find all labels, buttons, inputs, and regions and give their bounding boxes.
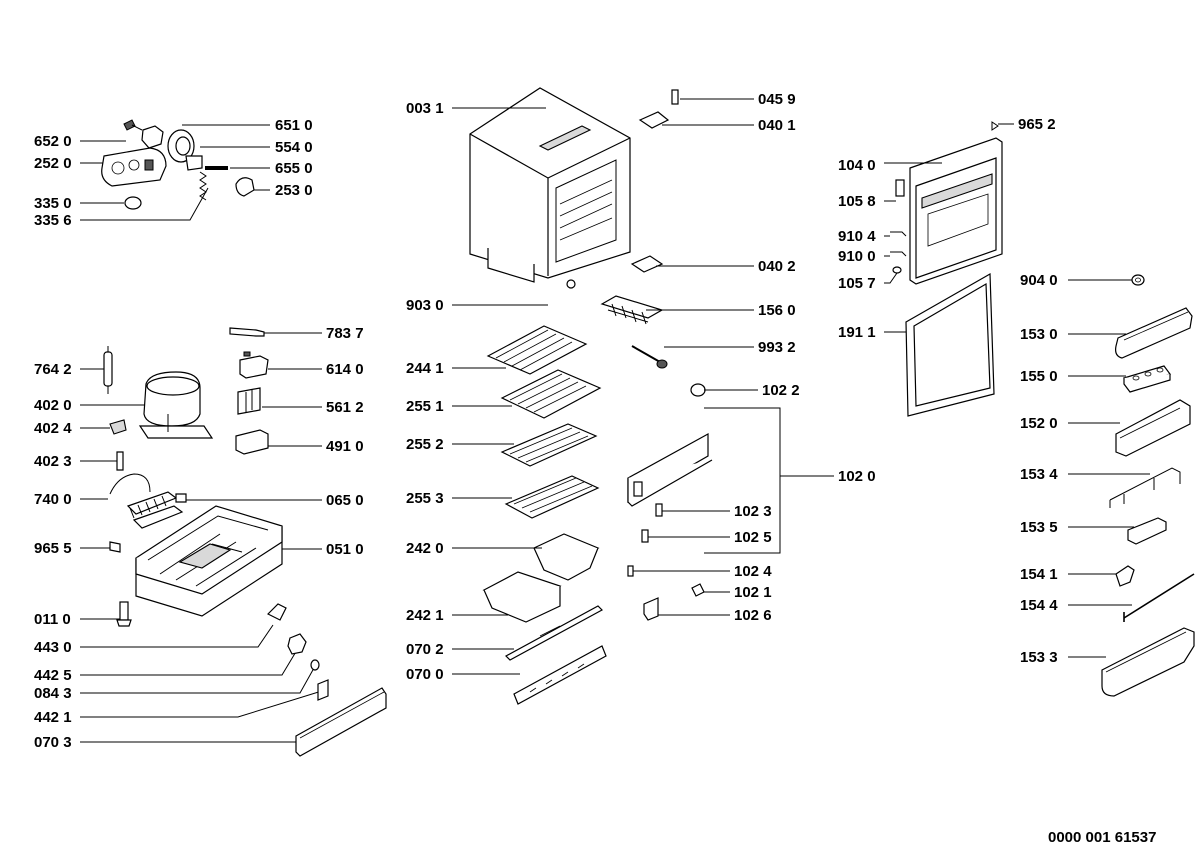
left-group-right-callouts: 651 0 554 0 655 0 253 0 783 7 614 0 561 … xyxy=(182,117,364,558)
callout-993-2: 993 2 xyxy=(758,339,796,356)
callout-152-0: 152 0 xyxy=(1020,415,1058,432)
callout-740-0: 740 0 xyxy=(34,491,72,508)
callout-655-0: 655 0 xyxy=(275,160,313,177)
cabinet-and-shelves xyxy=(469,87,713,705)
condenser-coil xyxy=(126,491,184,529)
callout-904-0: 904 0 xyxy=(1020,272,1058,289)
center-callouts: 003 1 903 0 244 1 255 1 255 2 255 3 242 … xyxy=(406,91,876,683)
callout-153-5: 153 5 xyxy=(1020,519,1058,536)
door-shelf-callouts: 904 0 153 0 155 0 152 0 153 4 153 5 154 … xyxy=(1020,272,1150,666)
callout-910-4: 910 4 xyxy=(838,228,876,245)
callout-335-0: 335 0 xyxy=(34,195,72,212)
callout-443-0: 443 0 xyxy=(34,639,72,656)
callout-614-0: 614 0 xyxy=(326,361,364,378)
left-callouts: 652 0 252 0 335 0 335 6 764 2 402 0 402 … xyxy=(34,133,72,751)
callout-105-8: 105 8 xyxy=(838,193,876,210)
shelf-244-1 xyxy=(486,325,588,375)
callout-051-0: 051 0 xyxy=(326,541,364,558)
callout-102-5: 102 5 xyxy=(734,529,772,546)
callout-965-5: 965 5 xyxy=(34,540,72,557)
callout-070-0: 070 0 xyxy=(406,666,444,683)
callout-102-4: 102 4 xyxy=(734,563,772,580)
callout-104-0: 104 0 xyxy=(838,157,876,174)
callout-070-2: 070 2 xyxy=(406,641,444,658)
callout-244-1: 244 1 xyxy=(406,360,444,377)
callout-154-4: 154 4 xyxy=(1020,597,1058,614)
callout-402-0: 402 0 xyxy=(34,397,72,414)
callout-102-0: 102 0 xyxy=(838,468,876,485)
callout-242-1: 242 1 xyxy=(406,607,444,624)
callout-154-1: 154 1 xyxy=(1020,566,1058,583)
callout-903-0: 903 0 xyxy=(406,297,444,314)
callout-242-0: 242 0 xyxy=(406,540,444,557)
callout-191-1: 191 1 xyxy=(838,324,876,341)
callout-554-0: 554 0 xyxy=(275,139,313,156)
callout-070-3: 070 3 xyxy=(34,734,72,751)
callout-253-0: 253 0 xyxy=(275,182,313,199)
callout-965-2: 965 2 xyxy=(1018,116,1056,133)
callout-764-2: 764 2 xyxy=(34,361,72,378)
shelf-255-3 xyxy=(504,475,600,519)
door-callouts: 965 2 104 0 105 8 910 4 910 0 105 7 191 … xyxy=(838,116,1056,341)
compressor-assembly xyxy=(103,327,387,757)
callout-045-9: 045 9 xyxy=(758,91,796,108)
callout-153-3: 153 3 xyxy=(1020,649,1058,666)
shelf-255-2 xyxy=(500,423,598,467)
callout-491-0: 491 0 xyxy=(326,438,364,455)
callout-402-4: 402 4 xyxy=(34,420,72,437)
thermostat-assembly xyxy=(101,119,255,210)
left-leaders xyxy=(80,140,326,743)
callout-156-0: 156 0 xyxy=(758,302,796,319)
callout-003-1: 003 1 xyxy=(406,100,444,117)
callout-065-0: 065 0 xyxy=(326,492,364,509)
callout-040-1: 040 1 xyxy=(758,117,796,134)
callout-252-0: 252 0 xyxy=(34,155,72,172)
callout-402-3: 402 3 xyxy=(34,453,72,470)
callout-105-7: 105 7 xyxy=(838,275,876,292)
diagram-code: 0000 001 61537 xyxy=(1048,829,1156,846)
callout-255-2: 255 2 xyxy=(406,436,444,453)
callout-335-6: 335 6 xyxy=(34,212,72,229)
callout-910-0: 910 0 xyxy=(838,248,876,265)
callout-153-4: 153 4 xyxy=(1020,466,1058,483)
callout-652-0: 652 0 xyxy=(34,133,72,150)
callout-255-3: 255 3 xyxy=(406,490,444,507)
callout-102-3: 102 3 xyxy=(734,503,772,520)
callout-255-1: 255 1 xyxy=(406,398,444,415)
callout-084-3: 084 3 xyxy=(34,685,72,702)
callout-102-1: 102 1 xyxy=(734,584,772,601)
callout-442-5: 442 5 xyxy=(34,667,72,684)
callout-102-6: 102 6 xyxy=(734,607,772,624)
callout-040-2: 040 2 xyxy=(758,258,796,275)
callout-102-2: 102 2 xyxy=(762,382,800,399)
door-assembly xyxy=(890,121,1003,417)
callout-153-0: 153 0 xyxy=(1020,326,1058,343)
callout-442-1: 442 1 xyxy=(34,709,72,726)
door-shelves xyxy=(1101,274,1195,697)
callout-011-0: 011 0 xyxy=(34,611,71,628)
callout-783-7: 783 7 xyxy=(326,325,364,342)
callout-561-2: 561 2 xyxy=(326,399,364,416)
shelf-255-1 xyxy=(500,369,602,419)
callout-155-0: 155 0 xyxy=(1020,368,1058,385)
callout-651-0: 651 0 xyxy=(275,117,313,134)
